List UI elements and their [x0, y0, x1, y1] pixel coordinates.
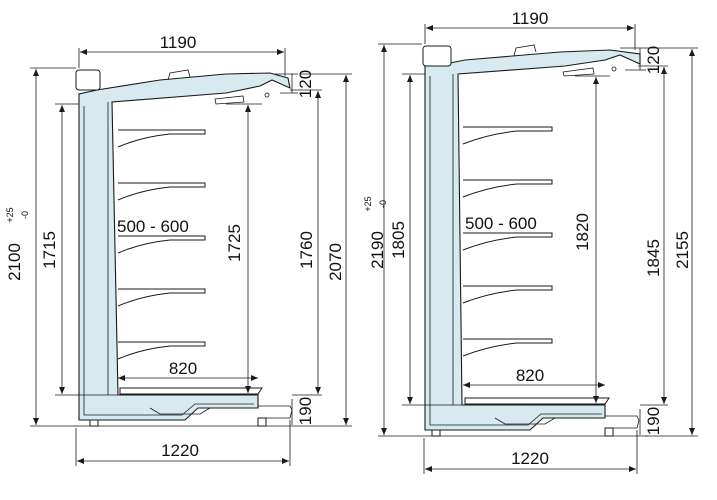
right-top-depth-label: 1190 — [512, 9, 549, 28]
left-dim-base-depth: 820 — [118, 359, 258, 381]
left-height-2070-label: 2070 — [326, 243, 345, 281]
left-foot-rear — [257, 417, 267, 427]
left-shelf-3 — [117, 235, 206, 254]
right-base-height-label: 190 — [644, 407, 663, 435]
right-total-height-tol-plus: +25 — [363, 196, 373, 211]
left-shelf-2 — [117, 182, 206, 201]
left-shelf-4 — [117, 288, 206, 307]
left-dim-base-height: 190 — [291, 397, 315, 425]
left-shelf-5 — [117, 341, 206, 360]
left-dim-2070: 2070 — [300, 73, 352, 427]
left-inner-height-right-label: 1725 — [225, 224, 244, 262]
left-shelf-1 — [117, 129, 206, 148]
right-height-1845-label: 1845 — [644, 239, 663, 277]
left-base-height-label: 190 — [296, 397, 315, 425]
left-dim-1760: 1760 — [290, 89, 322, 396]
left-base-depth-label: 820 — [169, 359, 197, 378]
left-dim-total-height: 2100 +25 -0 — [5, 67, 76, 427]
left-top-housing — [75, 69, 101, 91]
right-shelf-spacing-label: 500 - 600 — [465, 214, 537, 233]
right-total-height-tol-minus: -0 — [378, 200, 388, 208]
left-dim-top-depth: 1190 — [78, 33, 286, 76]
left-foot-front — [89, 419, 99, 427]
right-cabinet-body — [420, 44, 648, 437]
left-cabinet-body — [75, 69, 300, 427]
left-height-1760-label: 1760 — [297, 231, 316, 269]
right-inner-height-left-label: 1805 — [389, 221, 408, 259]
right-shelf-3 — [462, 232, 553, 251]
left-dim-inner-height: 1715 — [40, 103, 118, 396]
left-shelf-spacing-label: 500 - 600 — [117, 217, 189, 236]
right-dim-base-height: 190 — [639, 407, 663, 435]
right-height-2155-label: 2155 — [673, 231, 692, 269]
right-top-height-label: 120 — [644, 46, 663, 74]
right-dim-inner-height: 1805 — [389, 73, 462, 406]
right-dim-2155: 2155 — [645, 47, 698, 437]
right-dim-total-height: 2190 +25 -0 — [363, 43, 422, 437]
right-foot-front — [431, 429, 441, 437]
right-base-depth-label: 820 — [516, 366, 544, 385]
right-foot-rear — [604, 427, 614, 437]
left-top-depth-label: 1190 — [160, 33, 197, 52]
right-dim-1845: 1845 — [638, 65, 668, 406]
right-inner-height-right-label: 1820 — [573, 213, 592, 251]
right-dim-total-depth: 1220 — [423, 430, 638, 474]
right-shelf-4 — [462, 285, 553, 304]
left-total-height-tol-minus: -0 — [20, 211, 30, 219]
left-shelves — [117, 129, 206, 360]
left-total-depth-label: 1220 — [161, 441, 199, 460]
left-dim-total-depth: 1220 — [75, 420, 291, 466]
left-total-height-label: 2100 — [5, 243, 24, 281]
right-shelves — [462, 126, 553, 357]
right-dim-1820: 1820 — [573, 75, 610, 403]
right-dim-base-depth: 820 — [463, 366, 605, 388]
right-unit: 1190 120 2190 +25 -0 1805 500 - 600 — [363, 9, 698, 474]
right-top-housing — [422, 45, 452, 67]
right-total-height-label: 2190 — [368, 231, 387, 269]
right-dim-top-height: 120 — [620, 46, 663, 74]
right-dim-top-depth: 1190 — [424, 9, 636, 50]
left-total-height-tol-plus: +25 — [5, 207, 15, 222]
left-inner-height-left-label: 1715 — [40, 231, 59, 269]
left-dim-1725: 1725 — [225, 103, 262, 393]
right-shelf-5 — [462, 338, 553, 357]
left-top-height-label: 120 — [296, 70, 315, 98]
right-shelf-2 — [462, 179, 553, 198]
right-total-depth-label: 1220 — [511, 449, 549, 468]
right-shelf-1 — [462, 126, 553, 145]
left-unit: 1190 120 2100 +25 -0 1715 500 - 600 — [5, 33, 352, 466]
